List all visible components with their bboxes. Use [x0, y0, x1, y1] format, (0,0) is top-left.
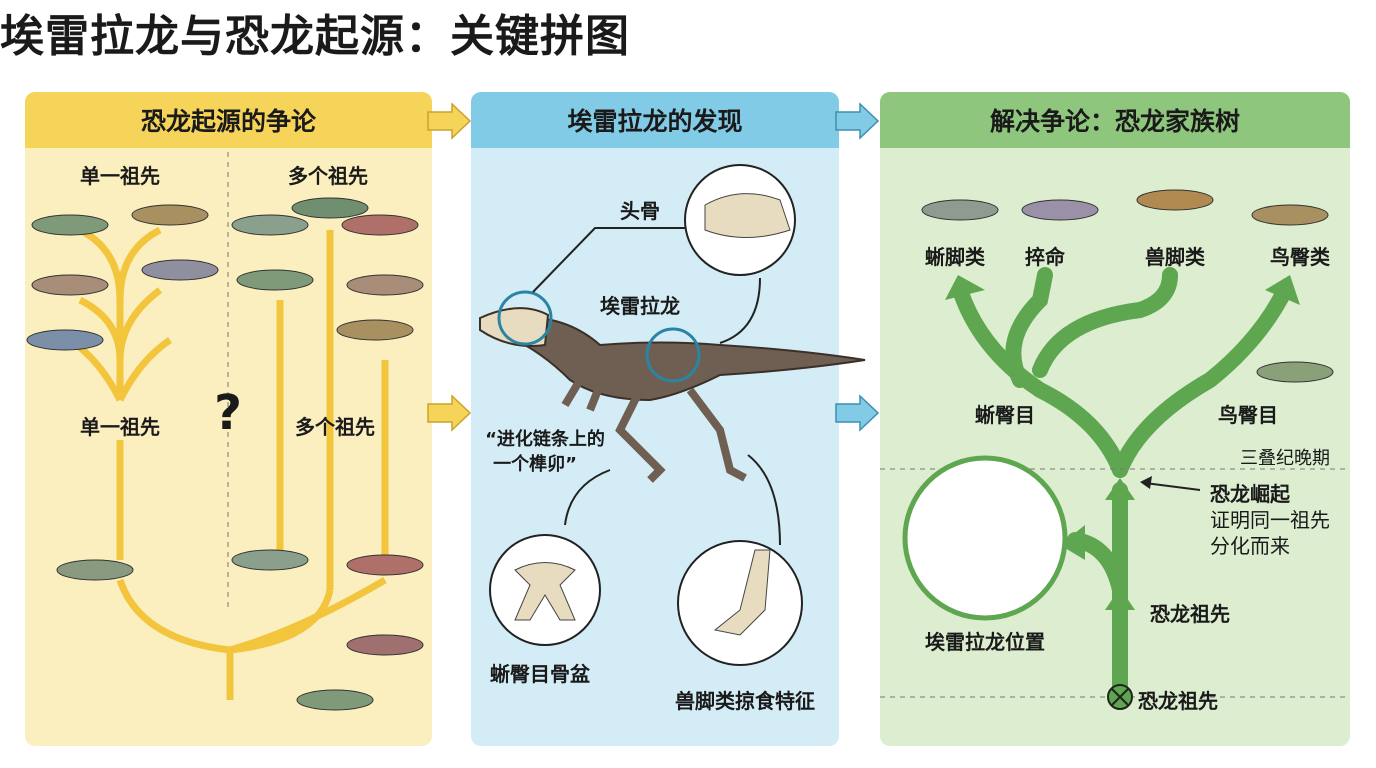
- tree-arrowhead-icon: [945, 275, 1300, 610]
- dinosaur-icon: [1136, 189, 1214, 211]
- label-pelvis: 蜥臀目骨盆: [490, 662, 590, 686]
- dinosaur-icon: [1256, 361, 1334, 383]
- dinosaur-icon: [31, 274, 109, 296]
- panel-header: 埃雷拉龙的发现: [471, 92, 839, 148]
- label-multiple-ancestors: 多个祖先: [288, 164, 368, 188]
- label-ornithischia: 鸟臀目: [1218, 403, 1278, 427]
- label-sauropods: 蜥脚类: [925, 245, 985, 269]
- label-herrerasaurus-position: 埃雷拉龙位置: [925, 630, 1045, 654]
- label-multiple-ancestors: 多个祖先: [295, 415, 375, 439]
- label-late-triassic: 三叠纪晚期: [1240, 448, 1330, 469]
- dinosaur-illustrations: [26, 189, 1334, 711]
- dinosaur-icon: [56, 559, 134, 581]
- dinosaur-icon: [231, 549, 309, 571]
- quote-line: 一个榫卯”: [493, 454, 577, 475]
- question-mark: ?: [214, 385, 242, 441]
- label-predator-features: 兽脚类掠食特征: [675, 689, 815, 713]
- rise-note: 分化而来: [1210, 534, 1290, 558]
- flow-arrow-icon: [835, 102, 880, 432]
- dinosaur-icon: [1251, 204, 1329, 226]
- label-dinosaur-rise: 恐龙崛起: [1210, 482, 1290, 506]
- page-title: 埃雷拉龙与恐龙起源：关键拼图: [0, 11, 630, 62]
- dinosaur-icon: [921, 199, 999, 221]
- dinosaur-icon: [231, 214, 309, 236]
- root-cross-icon: [1107, 684, 1133, 710]
- dinosaur-icon: [336, 319, 414, 341]
- dinosaur-icon: [141, 259, 219, 281]
- label-dinosaur-ancestor: 恐龙祖先: [1150, 602, 1230, 626]
- dinosaur-icon: [291, 197, 369, 219]
- flow-arrow-icon: [427, 102, 472, 432]
- label-branch: 捽命: [1025, 245, 1065, 269]
- panel-header: 恐龙起源的争论: [25, 92, 432, 148]
- quote-line: “进化链条上的: [485, 429, 605, 450]
- label-herrerasaurus: 埃雷拉龙: [600, 294, 680, 318]
- label-single-ancestor: 单一祖先: [80, 164, 160, 188]
- herrerasaurus-position-circle: [902, 455, 1068, 621]
- dinosaur-icon: [346, 634, 424, 656]
- dinosaur-icon: [26, 329, 104, 351]
- panel-header: 解决争论：恐龙家族树: [880, 92, 1350, 148]
- label-root-ancestor: 恐龙祖先: [1138, 689, 1218, 713]
- foot-claw-icon: [713, 549, 771, 636]
- dinosaur-icon: [346, 554, 424, 576]
- dinosaur-icon: [296, 689, 374, 711]
- dinosaur-icon: [236, 269, 314, 291]
- highlight-circle: [497, 290, 701, 383]
- dinosaur-icon: [131, 204, 209, 226]
- label-single-ancestor: 单一祖先: [80, 415, 160, 439]
- herrerasaurus-skeleton: [479, 307, 866, 483]
- label-skull: 头骨: [620, 199, 660, 223]
- single-ancestor-tree: [68, 226, 389, 700]
- pelvis-icon: [514, 562, 576, 621]
- dinosaur-icon: [341, 214, 419, 236]
- skull-icon: [704, 193, 791, 238]
- label-ornithischians: 鸟臀类: [1270, 245, 1330, 269]
- dinosaur-icon: [31, 214, 109, 236]
- label-theropods: 兽脚类: [1145, 245, 1205, 269]
- rise-note: 证明同一祖先: [1210, 508, 1330, 532]
- dinosaur-icon: [1021, 199, 1099, 221]
- callout-lines: [532, 227, 781, 546]
- dinosaur-icon: [346, 274, 424, 296]
- label-saurischia: 蜥臀目: [975, 403, 1035, 427]
- pointer-arrow-icon: [1144, 482, 1201, 491]
